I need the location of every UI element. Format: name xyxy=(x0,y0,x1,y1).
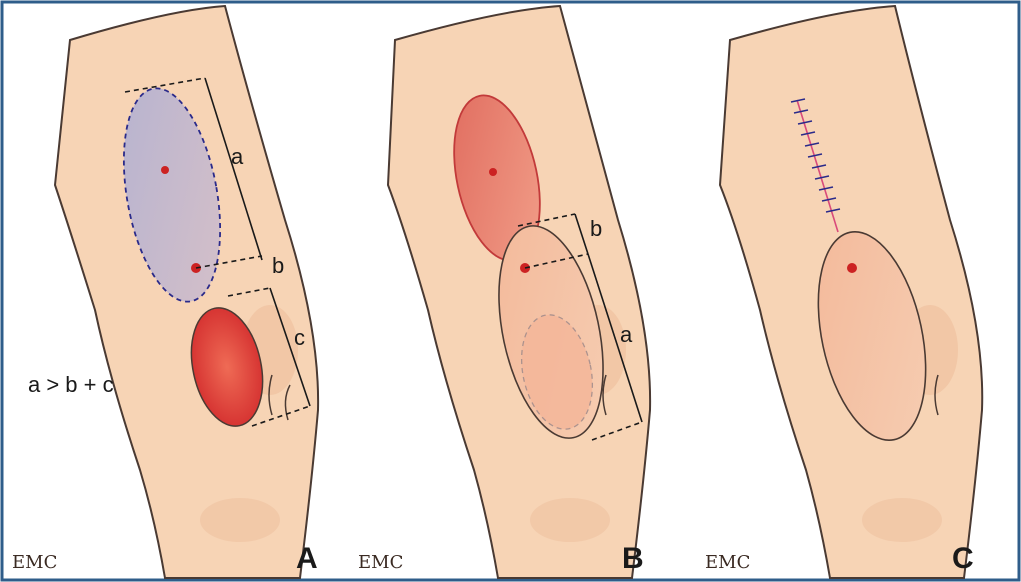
emc-logo-b: EMC xyxy=(358,552,403,573)
knee-shade-a2 xyxy=(200,498,280,542)
knee-shade-c2 xyxy=(862,498,942,542)
dim-label-a-c: c xyxy=(294,325,305,350)
flap-center-dot-b xyxy=(489,168,497,176)
knee-shade-b2 xyxy=(530,498,610,542)
dim-label-b-a: a xyxy=(620,322,633,347)
dim-label-b-b: b xyxy=(590,216,602,241)
dim-label-a-b: b xyxy=(272,253,284,278)
panel-letter-a: A xyxy=(296,542,318,575)
emc-logo-c: EMC xyxy=(705,552,750,573)
emc-logo-a: EMC xyxy=(12,552,57,573)
flap-center-dot-a xyxy=(161,166,169,174)
flap-center-dot-c xyxy=(847,263,857,273)
panel-letter-c: C xyxy=(952,542,974,575)
inequality-formula: a > b + c xyxy=(28,372,114,397)
panel-letter-b: B xyxy=(622,542,644,575)
dim-label-a-a: a xyxy=(231,144,244,169)
